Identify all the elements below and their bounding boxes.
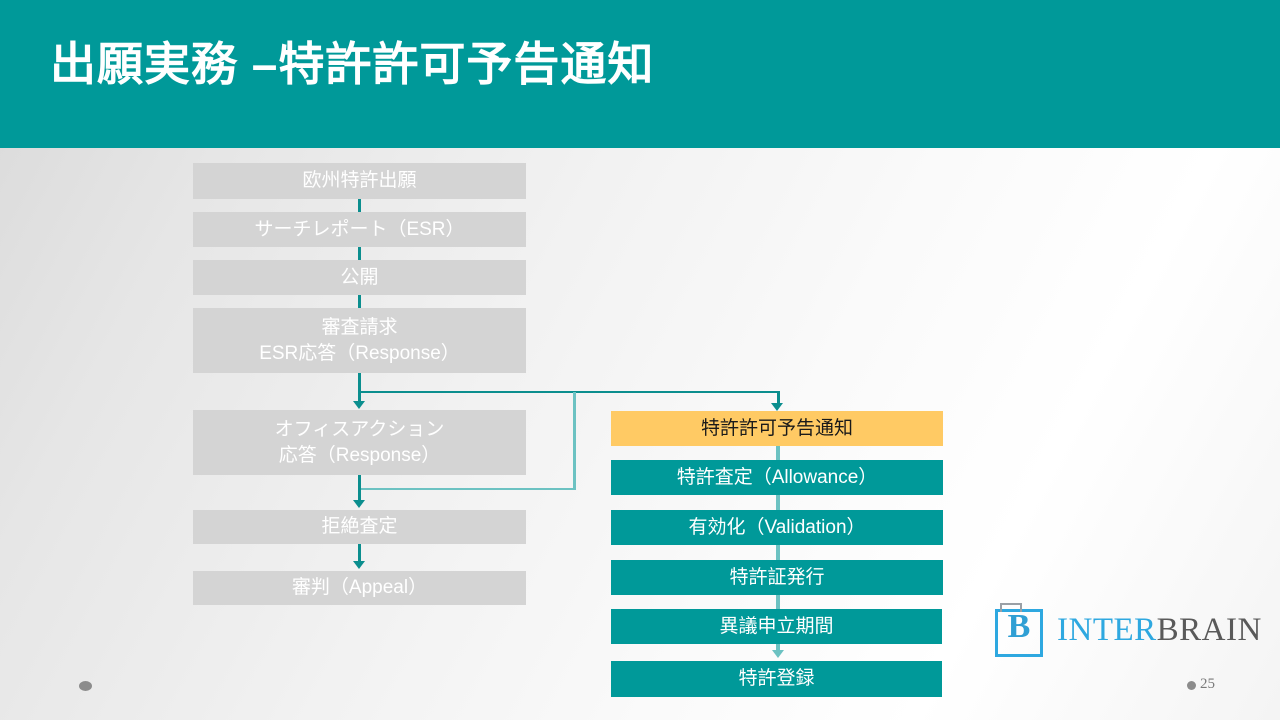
logo-square-icon (995, 609, 1043, 657)
flow-box-label-line1: 審査請求 (321, 317, 398, 339)
connector-1-2 (358, 199, 361, 212)
page-title: 出願実務 –特許許可予告通知 (50, 38, 655, 90)
flow-box-examination-request: 審査請求 ESR応答（Response） (193, 308, 526, 373)
flow-box-label-line1: オフィスアクション (274, 419, 445, 441)
connector-arrow-intention-to-grant (771, 403, 783, 411)
flow-box-label: 特許査定（Allowance） (676, 466, 878, 488)
flow-box-refusal-decision: 拒絶査定 (193, 510, 526, 544)
footer-bullet-icon (79, 681, 92, 691)
connector-arrow-refusal (353, 500, 365, 508)
flow-box-validation: 有効化（Validation） (611, 510, 943, 545)
flow-box-european-application: 欧州特許出願 (193, 163, 526, 199)
connector-r5-r6 (776, 644, 780, 654)
connector-r4-r5 (776, 595, 780, 609)
flow-box-label: 拒絶査定 (321, 516, 398, 538)
connector-r1-r2 (776, 446, 780, 460)
flow-box-label: 公開 (340, 266, 379, 288)
flow-box-publication: 公開 (193, 260, 526, 295)
flow-box-label-line2: ESR応答（Response） (259, 342, 460, 364)
connector-r2-r3 (776, 495, 780, 510)
connector-arrow-office-action (353, 401, 365, 409)
connector-3-4 (358, 295, 361, 308)
connector-6-7 (358, 544, 361, 564)
flow-box-patent-certificate-issue: 特許証発行 (611, 560, 943, 595)
interbrain-logo: B INTERBRAIN (995, 603, 1265, 660)
flow-box-label: 特許登録 (738, 668, 815, 690)
page-number: 25 (1200, 676, 1215, 692)
flow-box-allowance: 特許査定（Allowance） (611, 460, 943, 495)
flow-box-office-action: オフィスアクション 応答（Response） (193, 410, 526, 475)
flow-box-search-report: サーチレポート（ESR） (193, 212, 526, 247)
flow-box-opposition-period: 異議申立期間 (611, 609, 942, 644)
logo-tab-icon (1000, 603, 1022, 612)
flow-box-label: 有効化（Validation） (688, 516, 866, 538)
branch-to-right-horizontal (358, 391, 779, 393)
flow-box-label: 欧州特許出願 (302, 170, 417, 192)
flow-box-label: 特許証発行 (729, 566, 825, 588)
connector-r3-r4 (776, 545, 780, 560)
flow-box-label-line2: 応答（Response） (278, 444, 441, 466)
header-bar (0, 0, 1280, 148)
page-number-bullet-icon (1187, 681, 1196, 690)
flow-box-label: 特許許可予告通知 (700, 417, 853, 439)
logo-wordmark-brain: BRAIN (1156, 612, 1262, 648)
connector-4-5-stem (358, 373, 361, 403)
flow-box-label: 審判（Appeal） (291, 577, 428, 599)
connector-arrow-patent-registration (772, 650, 784, 658)
flow-box-appeal: 審判（Appeal） (193, 571, 526, 605)
feedback-loop-horizontal (358, 488, 576, 490)
flow-box-intention-to-grant: 特許許可予告通知 (611, 411, 943, 446)
connector-5-6 (358, 475, 361, 503)
logo-wordmark: INTERBRAIN (1057, 612, 1262, 649)
connector-arrow-appeal (353, 561, 365, 569)
logo-letter-b: B (1007, 608, 1031, 645)
logo-wordmark-inter: INTER (1057, 612, 1157, 648)
feedback-loop-vertical (573, 392, 576, 489)
flow-box-label: サーチレポート（ESR） (254, 218, 465, 240)
connector-2-3 (358, 247, 361, 260)
branch-to-right-vertical (777, 391, 780, 405)
flow-box-label: 異議申立期間 (719, 615, 834, 637)
flow-box-patent-registration: 特許登録 (611, 661, 942, 697)
